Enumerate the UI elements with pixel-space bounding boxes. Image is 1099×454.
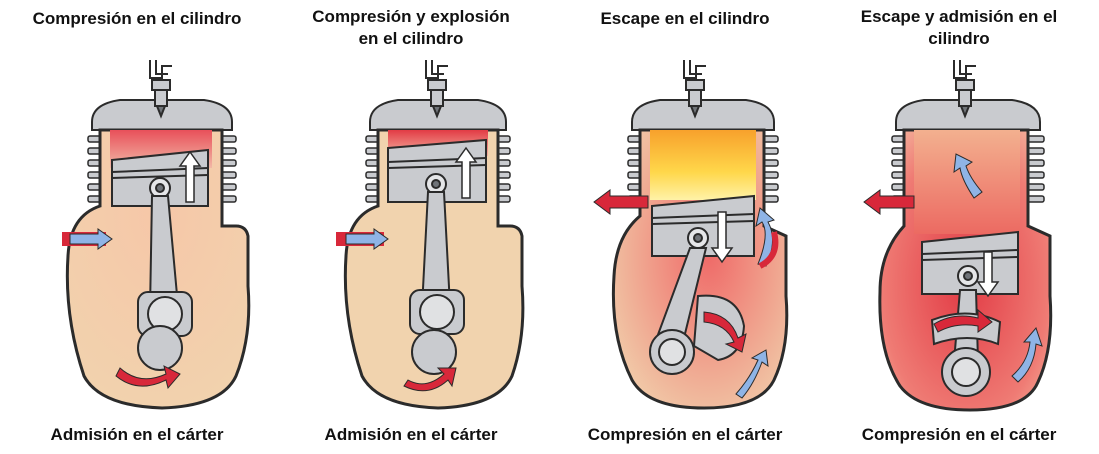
engine-diagram-exhaust (548, 56, 822, 421)
panel-intake: Escape y admisión en el cilindro (822, 0, 1096, 454)
title-line: Escape y admisión en el (822, 6, 1096, 28)
panel-title: Compresión en el cilindro (0, 8, 274, 30)
panel-compression: Compresión en el cilindro (0, 0, 274, 454)
panel-exhaust: Escape en el cilindro (548, 0, 822, 454)
panel-caption: Compresión en el cárter (822, 424, 1096, 446)
title-line: Compresión en el cilindro (0, 8, 274, 30)
engine-diagram-explosion (274, 56, 548, 421)
intake-arrow (336, 229, 388, 249)
title-line: Escape en el cilindro (548, 8, 822, 30)
panel-caption: Admisión en el cárter (274, 424, 548, 446)
burning-gas (650, 130, 756, 200)
engine-diagram-intake (822, 56, 1096, 421)
panel-caption: Compresión en el cárter (548, 424, 822, 446)
panel-explosion: Compresión y explosión en el cilindro (274, 0, 548, 454)
panel-title: Escape en el cilindro (548, 8, 822, 30)
intake-arrow (62, 229, 112, 249)
title-line: cilindro (822, 28, 1096, 50)
panel-title: Compresión y explosión en el cilindro (274, 6, 548, 50)
title-line: Compresión y explosión (274, 6, 548, 28)
title-line: en el cilindro (274, 28, 548, 50)
panel-title: Escape y admisión en el cilindro (822, 6, 1096, 50)
piston (922, 232, 1018, 294)
panel-caption: Admisión en el cárter (0, 424, 274, 446)
cylinder-head (632, 100, 774, 130)
engine-diagram-compression (0, 56, 274, 421)
